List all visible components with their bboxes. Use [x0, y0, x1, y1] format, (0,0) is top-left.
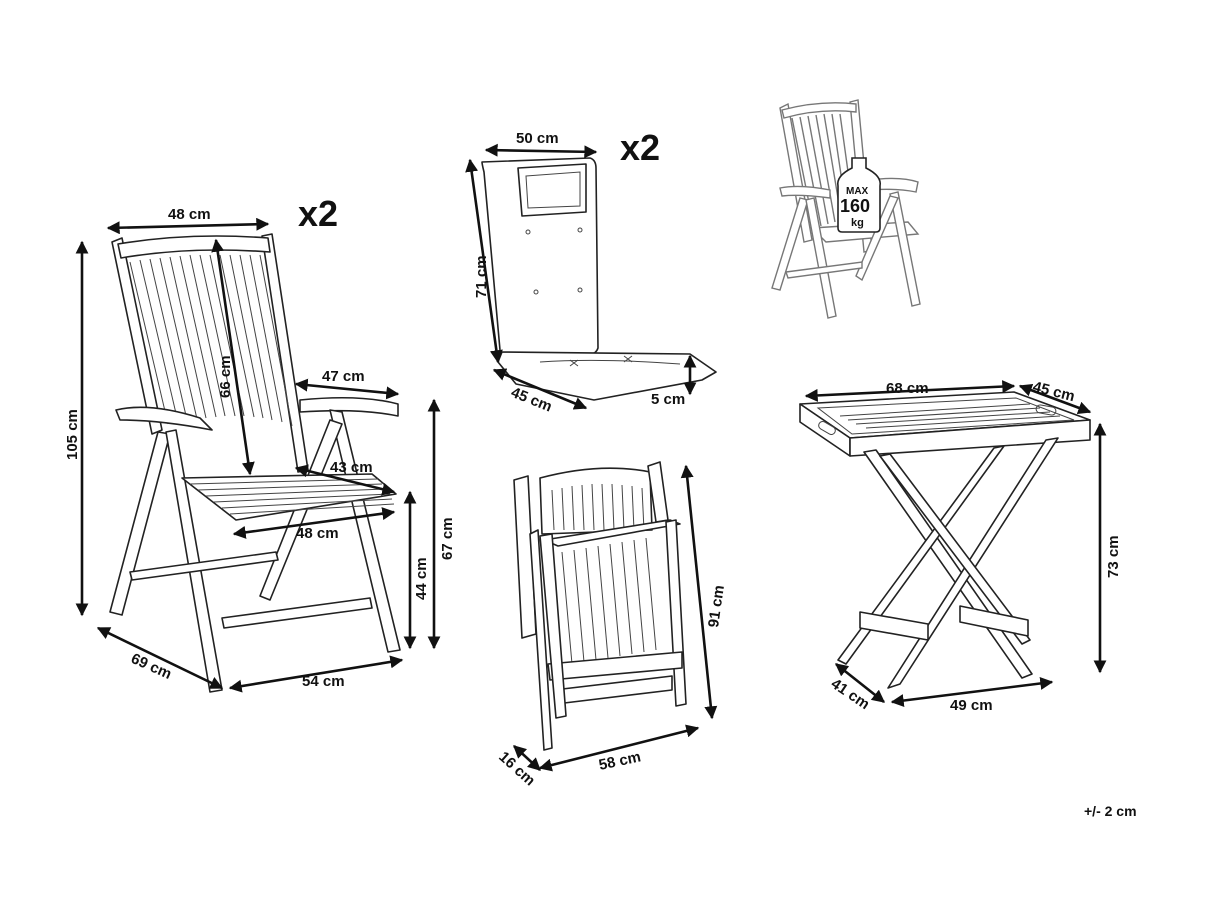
recliner-armrest-length-label: 47 cm — [322, 368, 365, 385]
folded-chair-thickness-label: 16 cm — [495, 748, 538, 789]
load-badge-max: MAX — [846, 186, 869, 197]
tolerance-note: +/- 2 cm — [1084, 803, 1137, 819]
tray-table-dimension-lines — [804, 380, 1107, 707]
folded-chair-drawing — [513, 461, 687, 751]
load-badge-unit: kg — [851, 217, 864, 229]
recliner-dimension-lines — [75, 217, 441, 693]
recliner-armrest-height-label: 67 cm — [439, 517, 456, 560]
cushion-dimension-lines — [465, 143, 697, 410]
recliner-height-label: 105 cm — [64, 409, 81, 460]
recliner-seat-depth-label: 43 cm — [330, 459, 373, 476]
recliner-quantity-label: x2 — [298, 193, 338, 234]
tray-table-base-width-label: 49 cm — [950, 697, 993, 714]
cushion-back-height-label: 71 cm — [473, 255, 490, 298]
tray-table-drawing — [799, 391, 1091, 689]
tray-table-base-depth-label: 41 cm — [828, 675, 873, 713]
recliner-seat-width-label: 48 cm — [296, 525, 339, 542]
recliner-width-base-label: 54 cm — [302, 673, 345, 690]
cushion-width-label: 50 cm — [516, 130, 559, 147]
folded-chair-height-label: 91 cm — [705, 584, 728, 628]
cushion-drawing — [481, 157, 717, 401]
cushion-thickness-label: 5 cm — [651, 391, 685, 408]
recliner-backrest-label: 66 cm — [217, 355, 234, 398]
load-badge-value: 160 — [840, 196, 870, 216]
tray-table-length-label: 68 cm — [886, 380, 929, 397]
load-badge: MAX 160 kg — [836, 157, 882, 233]
cushion-quantity-label: x2 — [620, 127, 660, 168]
folded-chair-dimension-lines — [513, 464, 718, 772]
recliner-width-top-label: 48 cm — [168, 206, 211, 223]
recliner-seat-height-label: 44 cm — [413, 557, 430, 600]
tray-table-height-label: 73 cm — [1105, 535, 1122, 578]
